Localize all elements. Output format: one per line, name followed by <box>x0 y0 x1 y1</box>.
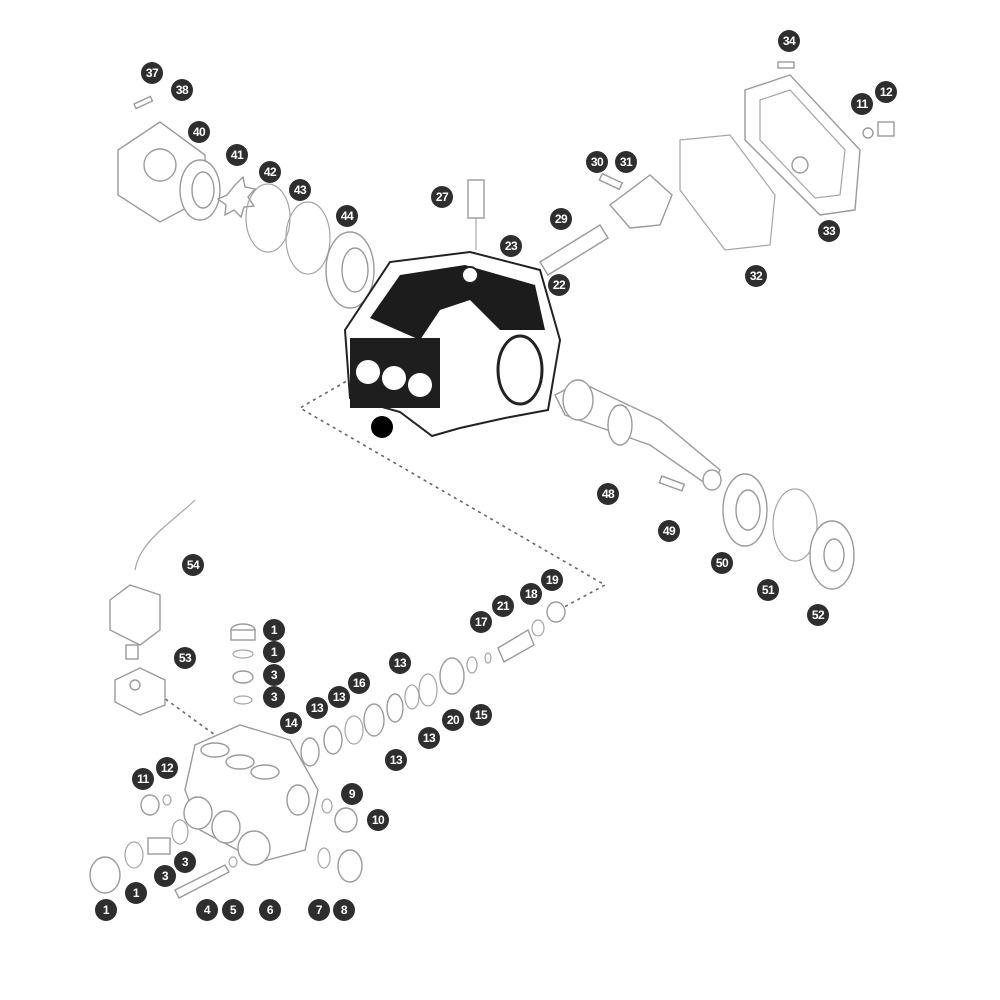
callout-part-15: 15 <box>470 704 492 726</box>
callout-part-11: 11 <box>851 93 873 115</box>
callout-part-1: 1 <box>125 882 147 904</box>
callout-part-30: 30 <box>586 151 608 173</box>
callout-part-3: 3 <box>174 851 196 873</box>
callout-part-3: 3 <box>263 664 285 686</box>
callout-part-5: 5 <box>222 899 244 921</box>
callout-part-21: 21 <box>492 595 514 617</box>
callout-part-40: 40 <box>188 121 210 143</box>
callout-part-22: 22 <box>548 274 570 296</box>
assembly-guide-line <box>298 377 607 613</box>
callout-part-31: 31 <box>615 151 637 173</box>
callout-part-13: 13 <box>306 697 328 719</box>
callout-part-29: 29 <box>550 208 572 230</box>
callout-part-9: 9 <box>341 783 363 805</box>
callout-part-13: 13 <box>328 686 350 708</box>
callout-part-43: 43 <box>289 179 311 201</box>
callout-part-1: 1 <box>95 899 117 921</box>
callout-part-49: 49 <box>658 520 680 542</box>
callout-part-37: 37 <box>141 62 163 84</box>
callout-part-4: 4 <box>196 899 218 921</box>
callout-part-12: 12 <box>875 81 897 103</box>
crankshaft <box>554 379 722 491</box>
callout-part-17: 17 <box>470 611 492 633</box>
manifold <box>183 724 319 866</box>
callout-part-14: 14 <box>280 712 302 734</box>
callout-part-16: 16 <box>348 672 370 694</box>
callout-part-12: 12 <box>156 757 178 779</box>
callout-part-20: 20 <box>442 709 464 731</box>
callout-part-38: 38 <box>171 79 193 101</box>
callout-part-53: 53 <box>174 647 196 669</box>
callout-part-54: 54 <box>182 554 204 576</box>
callout-part-3: 3 <box>154 865 176 887</box>
callout-part-8: 8 <box>333 899 355 921</box>
callout-part-13: 13 <box>418 727 440 749</box>
callout-part-27: 27 <box>431 186 453 208</box>
callout-part-1: 1 <box>263 641 285 663</box>
callout-part-50: 50 <box>711 552 733 574</box>
seal-stack <box>300 601 566 767</box>
crankcase <box>343 250 562 438</box>
rear-cover <box>744 74 861 216</box>
callout-part-51: 51 <box>757 579 779 601</box>
assembly-guide-line <box>159 694 216 736</box>
callout-part-23: 23 <box>500 235 522 257</box>
gasket <box>679 134 776 251</box>
callout-part-52: 52 <box>807 604 829 626</box>
callout-part-6: 6 <box>259 899 281 921</box>
callout-part-13: 13 <box>389 652 411 674</box>
callout-part-3: 3 <box>263 686 285 708</box>
callout-part-7: 7 <box>308 899 330 921</box>
callout-part-44: 44 <box>336 205 358 227</box>
callout-part-1: 1 <box>263 619 285 641</box>
callout-part-48: 48 <box>597 483 619 505</box>
callout-part-13: 13 <box>385 749 407 771</box>
drain-plug <box>371 416 393 438</box>
callout-part-11: 11 <box>132 768 154 790</box>
callout-part-41: 41 <box>226 144 248 166</box>
callout-part-18: 18 <box>520 583 542 605</box>
callout-part-42: 42 <box>259 161 281 183</box>
callout-part-32: 32 <box>745 265 767 287</box>
callout-part-33: 33 <box>818 220 840 242</box>
callout-part-10: 10 <box>367 809 389 831</box>
callout-part-34: 34 <box>778 30 800 52</box>
callout-part-19: 19 <box>541 569 563 591</box>
